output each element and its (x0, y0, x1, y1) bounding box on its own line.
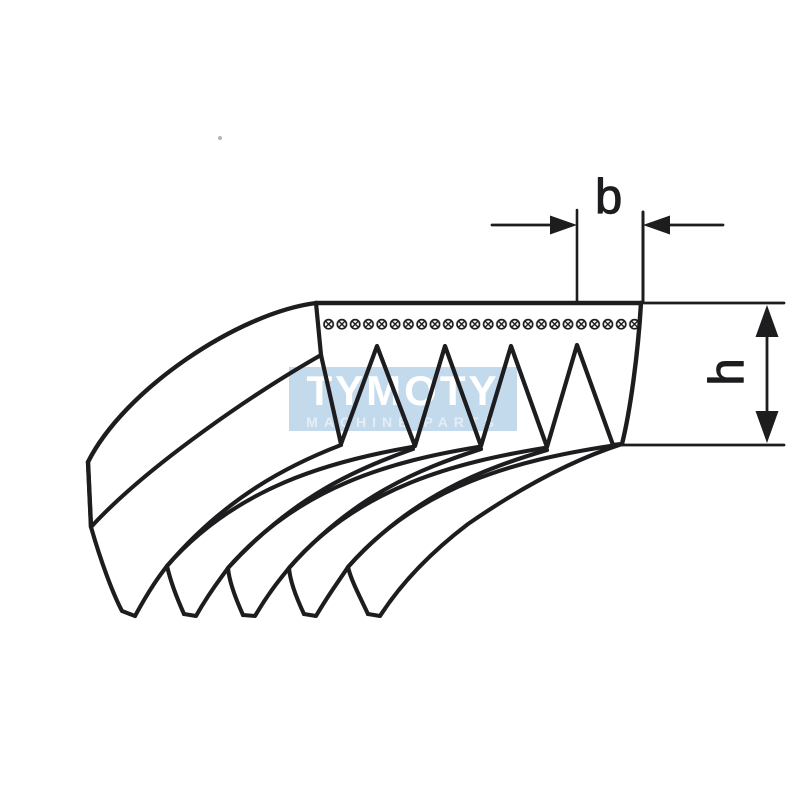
dimension-b: b (490, 170, 725, 304)
speck-dot (218, 136, 222, 140)
dimension-h: h (620, 301, 786, 447)
rib-profile-zigzag (318, 342, 625, 450)
rib-ridge-curve (345, 443, 613, 617)
perspective-rib-curves (85, 441, 625, 619)
rib-ridge-curve (164, 444, 415, 617)
rib-ridge-curve (181, 446, 416, 619)
dim-h-label: h (700, 358, 754, 385)
dim-b-label: b (595, 170, 622, 224)
dim-h-arrowhead-down (755, 411, 779, 443)
belt-right-edge (619, 300, 644, 447)
belt-face-left-edge (313, 300, 324, 358)
dim-h-arrowhead-up (755, 305, 779, 337)
belt-back-surface (85, 300, 324, 530)
watermark-panel: TYMOTY MACHINE PARTS (289, 367, 517, 431)
belt-left-silhouette (85, 459, 138, 619)
belt-back-inner-edge (88, 352, 324, 530)
watermark-subtitle: MACHINE PARTS (306, 414, 500, 430)
belt-back-outer-edge (85, 300, 319, 465)
dim-b-arrowhead-left-pointing (643, 215, 670, 235)
belt-far-left-edge (85, 459, 94, 530)
rib-ridge-curve (286, 445, 547, 617)
cord-band (322, 317, 638, 332)
dim-b-arrowhead-right-pointing (550, 215, 577, 235)
belt-bottom-silhouette (365, 441, 625, 619)
belt-cross-section (313, 300, 644, 450)
rib-ridge-curve (225, 444, 481, 618)
